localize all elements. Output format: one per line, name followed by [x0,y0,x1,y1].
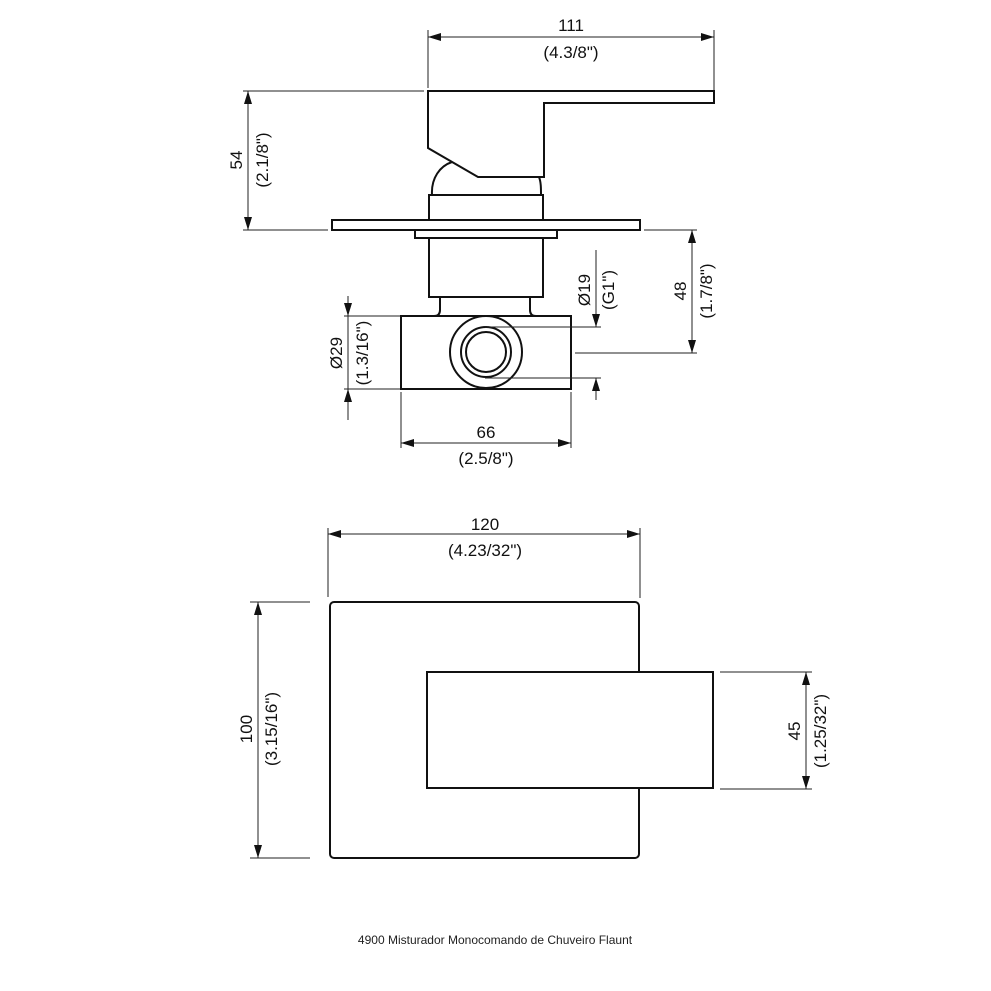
caption: 4900 Misturador Monocomando de Chuveiro … [358,933,633,947]
body-neck [433,297,537,317]
dim-o19-inch: (G1") [599,270,618,310]
dim-o19-mm: Ø19 [575,274,594,306]
dim-111-inch: (4.3/8") [543,43,598,62]
dim-100-inch: (3.15/16") [262,692,281,766]
dimension-100: 100 (3.15/16") [237,601,310,859]
collar [428,194,544,221]
front-lever [426,671,714,789]
dim-120-inch: (4.23/32") [448,541,522,560]
dimension-66: 66 (2.5/8") [400,392,572,468]
dim-66-mm: 66 [477,423,496,442]
dimension-48: 48 (1.7/8") [575,229,716,354]
handle-dome [430,161,542,196]
dimension-111: 111 (4.3/8") [427,16,715,90]
front-view: 120 (4.23/32") 100 (3.15/16") 45 (1.25/3… [237,515,830,859]
valve-body [428,237,544,298]
dim-111-mm: 111 [558,16,584,35]
dim-66-inch: (2.5/8") [458,449,513,468]
lever-handle [427,90,715,178]
dim-o29-mm: Ø29 [327,337,346,369]
dimension-45: 45 (1.25/32") [720,671,830,790]
dim-45-mm: 45 [785,722,804,741]
outlet-inner-circle [465,331,507,373]
flange [414,229,558,239]
outlet-outer-circle [449,315,523,389]
wall-plate [331,219,641,231]
dim-120-mm: 120 [471,515,499,534]
dim-o29-inch: (1.3/16") [353,321,372,386]
dimension-o19: Ø19 (G1") [485,250,618,400]
dimension-120: 120 (4.23/32") [327,515,641,598]
dim-54-mm: 54 [227,151,246,170]
dimension-o29: Ø29 (1.3/16") [327,296,400,420]
dim-45-inch: (1.25/32") [811,694,830,768]
outlet-middle-circle [460,326,512,378]
dimension-54: 54 (2.1/8") [227,90,424,231]
side-view: 111 (4.3/8") 54 (2.1/8") 48 (1.7/8") [227,16,716,468]
dim-100-mm: 100 [237,715,256,743]
dim-48-inch: (1.7/8") [697,263,716,318]
dim-54-inch: (2.1/8") [253,132,272,187]
dim-48-mm: 48 [671,282,690,301]
